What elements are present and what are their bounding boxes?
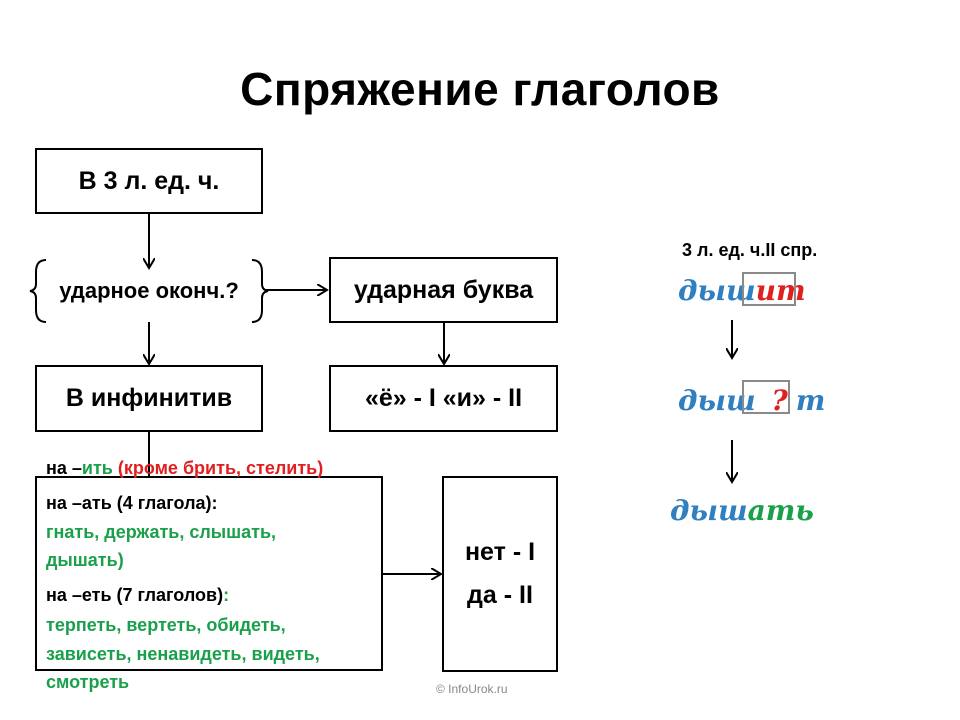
example-word-3-stem: дыш [670, 494, 748, 527]
box-infinitive-label: В инфинитив [65, 384, 233, 412]
rule-row-it-prefix: на – [46, 458, 82, 478]
box-letter-result-label: «ё» - I «и» - II [364, 384, 523, 412]
rule-row-it: на –ить (кроме брить, стелить) [46, 455, 323, 481]
example-word-3: дышать [670, 494, 814, 527]
box-stressed-ending-label: ударное оконч.? [59, 278, 239, 303]
rule-row-at: на –ать (4 глагола): [46, 493, 218, 513]
rule-row-at-list1: гнать, держать, слышать, [46, 522, 277, 542]
rule-row-et: на –еть (7 глаголов): [46, 582, 229, 608]
box-rules [35, 476, 383, 671]
example-word-3-ending: ать [747, 494, 814, 527]
page-title: Спряжение глаголов [240, 63, 720, 115]
example-word-2-mark: ? [771, 384, 788, 417]
box-stressed-ending: ударное оконч.? [40, 260, 258, 322]
rule-row-et-list2: зависеть, ненавидеть, видеть, [46, 644, 320, 664]
left-curly-bracket [29, 259, 47, 323]
box-answer: нет - I да - II [442, 476, 558, 672]
rule-row-et-list3: смотреть [46, 672, 130, 692]
box-letter-result: «ё» - I «и» - II [329, 365, 558, 432]
box-stressed-letter: ударная буква [329, 257, 558, 323]
example-word-1-ending-box [742, 272, 796, 306]
example-label: 3 л. ед. ч.II спр. [682, 240, 818, 260]
box-answer-line2: да - II [467, 581, 533, 609]
example-word-1-ending: ит [755, 274, 806, 307]
example-word-2-ending-box [742, 380, 790, 414]
example-word-2-ending: т [795, 384, 826, 417]
rule-row-it-exception: (кроме брить, стелить) [112, 458, 324, 478]
footer-copyright: © InfoUrok.ru [436, 682, 508, 696]
rule-row-et-colon: : [223, 585, 230, 605]
rule-row-et-text: на –еть (7 глаголов) [46, 585, 224, 605]
rule-row-et-list1: терпеть, вертеть, обидеть, [46, 615, 286, 635]
box-answer-line1: нет - I [464, 538, 536, 566]
rule-row-at-list2: дышать) [46, 550, 124, 570]
box-stressed-letter-label: ударная буква [353, 275, 534, 304]
box-third-person: В 3 л. ед. ч. [35, 148, 263, 214]
rule-row-it-ending: ить [81, 458, 113, 478]
box-infinitive: В инфинитив [35, 365, 263, 432]
right-curly-bracket [251, 259, 269, 323]
box-third-person-label: В 3 л. ед. ч. [78, 166, 220, 195]
